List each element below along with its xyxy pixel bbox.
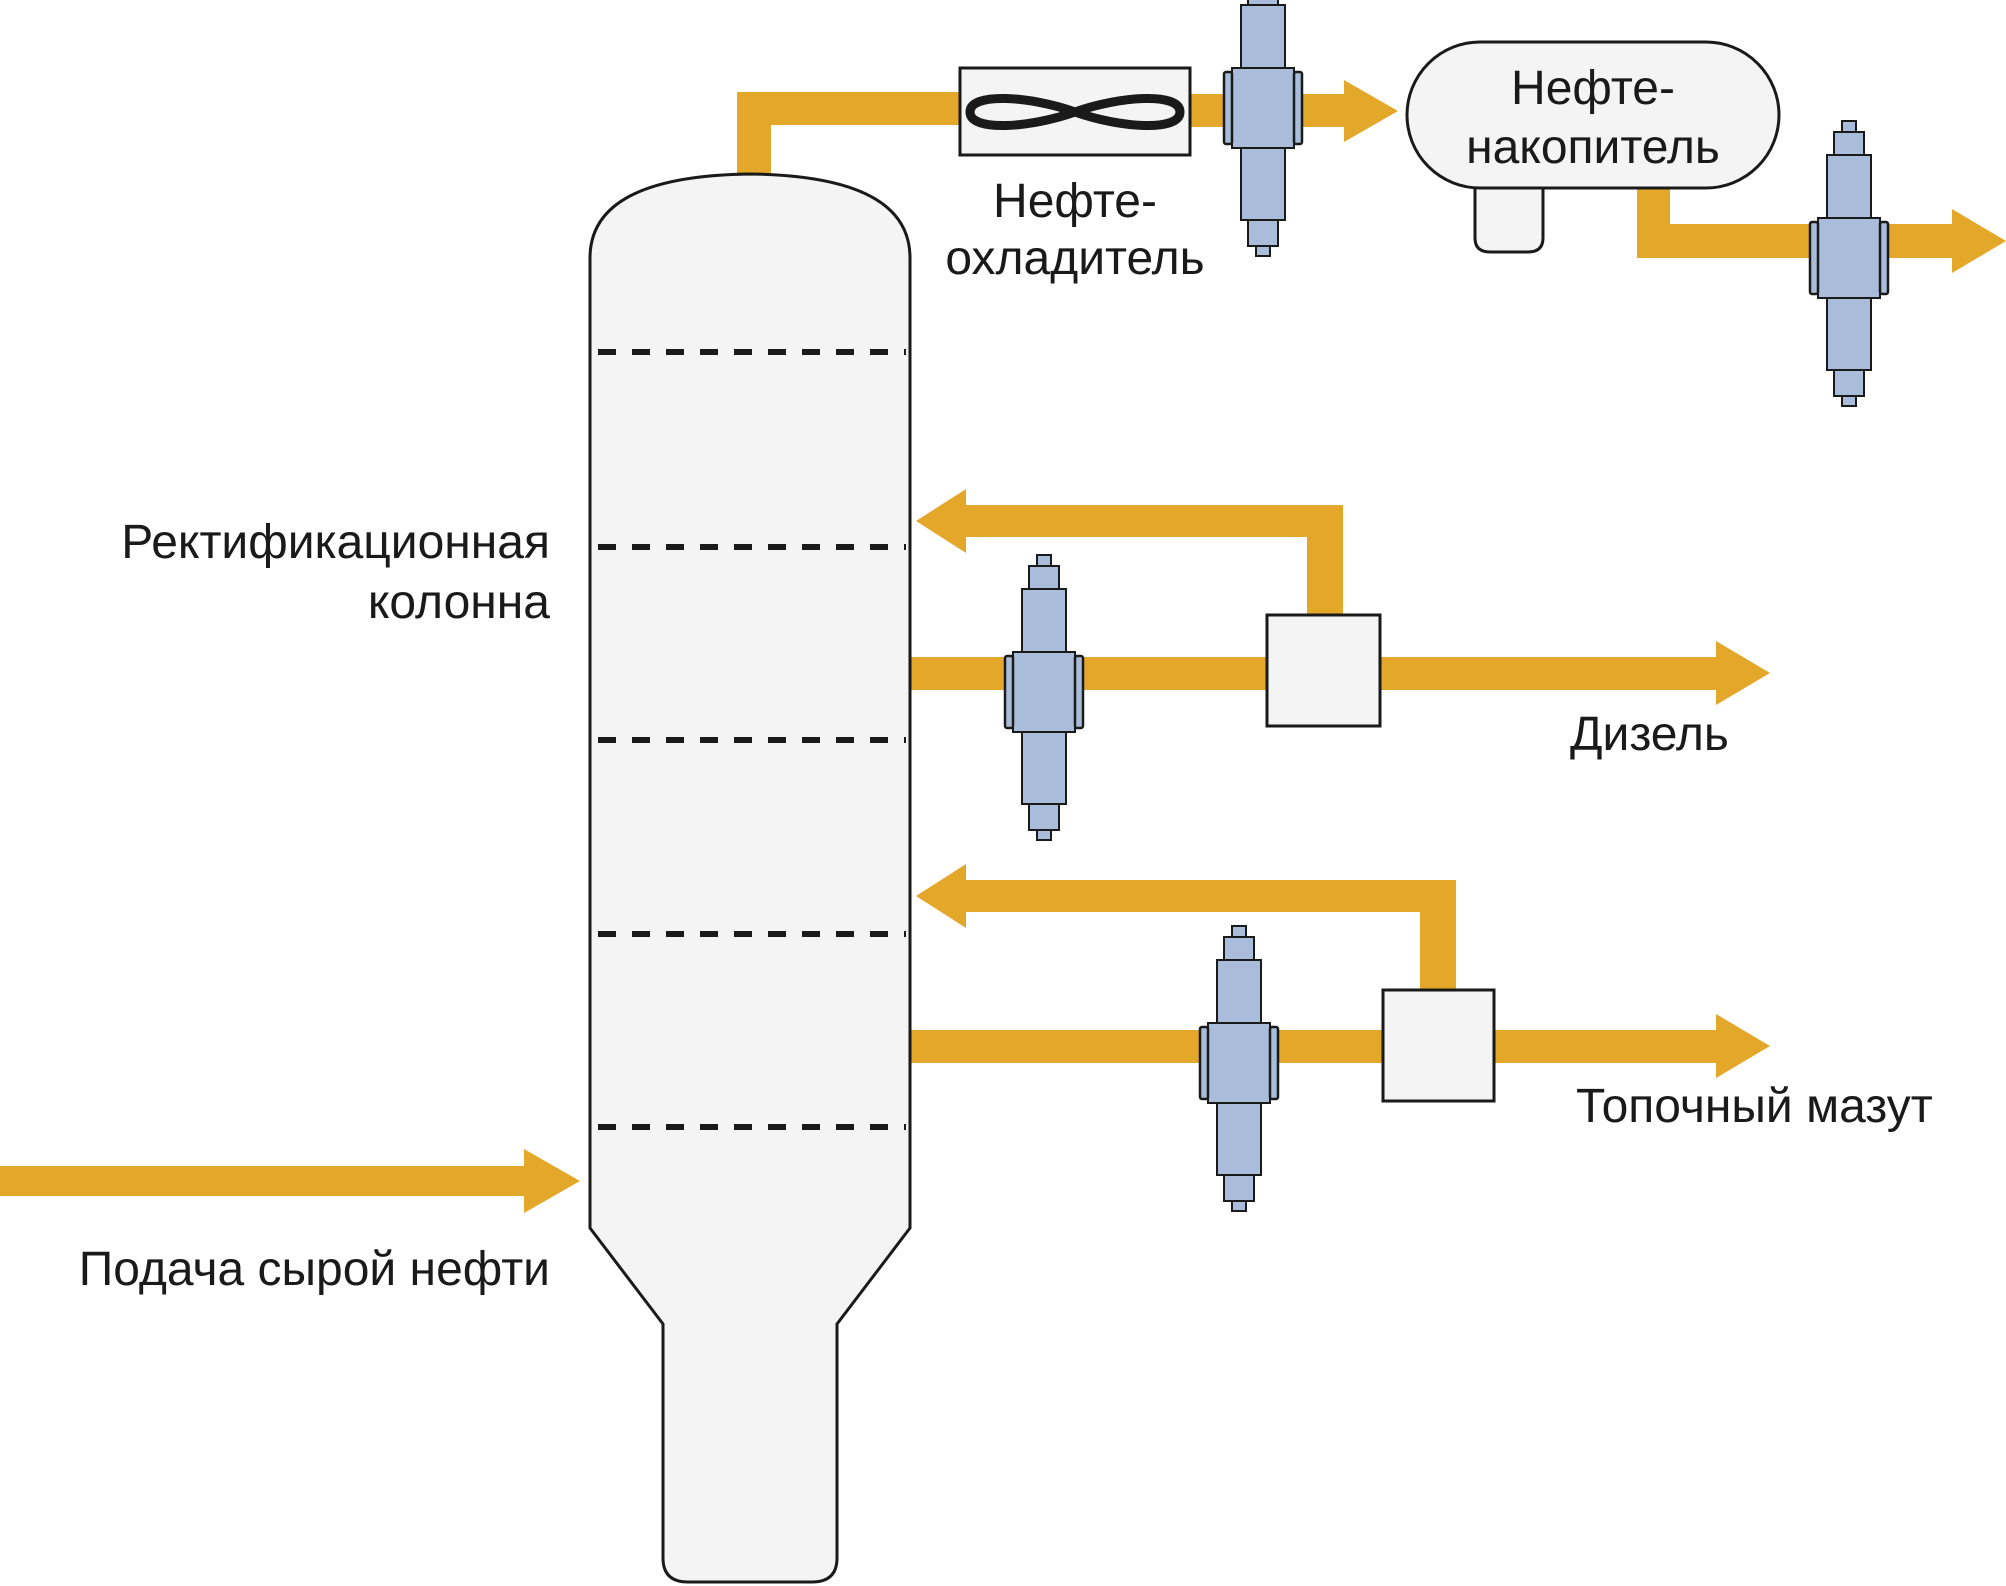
coil-icon (965, 94, 1185, 130)
fuel-oil-label: Топочный мазут (1576, 1080, 1933, 1133)
valve-icon[interactable] (1222, 0, 1304, 258)
valve-icon[interactable] (1198, 924, 1280, 1213)
feed-pipe (0, 1149, 580, 1213)
fuel-oil-exchanger (1381, 988, 1496, 1103)
column-trays (598, 349, 906, 1130)
diesel-label: Дизель (1570, 708, 1729, 761)
accumulator-label-line1: Нефте- (1511, 62, 1675, 115)
column-label-line2: колонна (368, 576, 550, 629)
fuel-oil-pipes (910, 864, 1770, 1078)
feed-label: Подача сырой нефти (79, 1243, 550, 1296)
oil-accumulator (1405, 40, 1781, 254)
accumulator-outlet-pipe (1637, 188, 2006, 273)
column-label-line1: Ректификационная (121, 516, 550, 569)
diesel-exchanger (1265, 613, 1382, 728)
accumulator-label-line2: накопитель (1466, 121, 1720, 174)
cooler-label-line1: Нефте- (993, 175, 1157, 228)
cooler-label-line2: охладитель (945, 232, 1204, 285)
valve-icon[interactable] (1003, 553, 1085, 842)
oil-cooler (958, 66, 1192, 157)
distillation-column (588, 172, 912, 1584)
valve-icon[interactable] (1808, 119, 1890, 408)
